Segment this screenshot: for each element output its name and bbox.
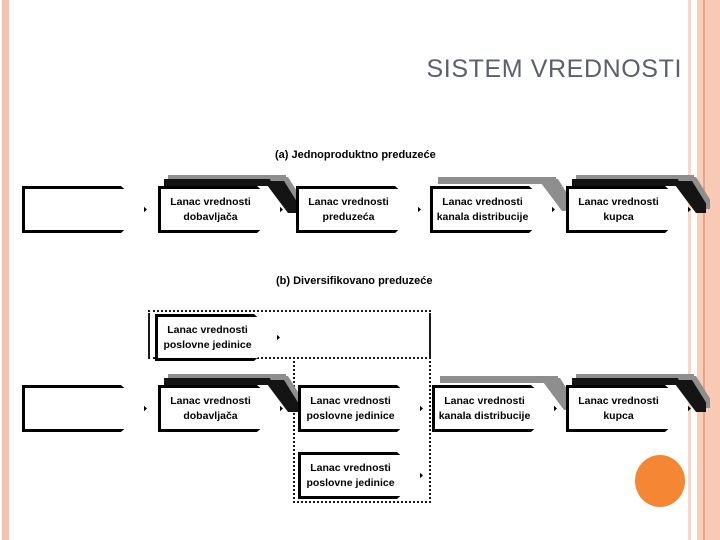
- section-a-caption: (a) Jednoproduktno preduzeće: [275, 149, 436, 161]
- chevron-label-line1: Lanac vrednosti: [310, 462, 391, 474]
- chevron-b-kupca: Lanac vrednosti kupca: [566, 374, 710, 432]
- chevron-shape: [432, 385, 557, 432]
- chevron-label-line2: dobavljača: [183, 211, 238, 223]
- chevron-a-kanala-distribucije: Lanac vrednosti kanala distribucije: [430, 177, 572, 233]
- chevron-label-line1: Lanac vrednosti: [442, 196, 523, 208]
- chevron-shape: [566, 385, 691, 432]
- chevron-shape: [22, 186, 147, 233]
- chevron-label-line2: poslovne jedinice: [306, 410, 395, 422]
- chevron-b-poslovne-jedinice-middle: Lanac vrednosti poslovne jedinice: [298, 385, 423, 432]
- left-accent-stripe: [2, 0, 9, 540]
- business-unit-group-outline: [148, 310, 431, 359]
- right-accent-stripe-3: [703, 0, 705, 540]
- right-accent-stripe-1: [688, 0, 691, 540]
- chevron-shadow-black: [164, 179, 282, 186]
- chevron-label: Lanac vrednosti kanala distribucije: [432, 186, 533, 233]
- chevron-shape: [298, 385, 423, 432]
- chevron-shadow-black: [572, 179, 690, 186]
- chevron-label: Lanac vrednosti poslovne jedinice: [157, 314, 258, 361]
- chevron-label-line2: kupca: [603, 410, 634, 422]
- chevron-label: Lanac vrednosti dobavljača: [160, 186, 261, 233]
- chevron-label-line2: preduzeća: [322, 211, 375, 223]
- orange-accent-circle: [635, 455, 685, 507]
- chevron-label-line2: poslovne jedinice: [306, 477, 395, 489]
- chevron-label-line2: kanala distribucije: [436, 211, 529, 223]
- chevron-shape: [155, 314, 280, 361]
- chevron-label-line1: Lanac vrednosti: [578, 196, 659, 208]
- chevron-shape: [158, 385, 283, 432]
- chevron-label-line1: Lanac vrednosti: [310, 395, 391, 407]
- chevron-shadow-gray: [168, 175, 286, 182]
- chevron-label: Lanac vrednosti dobavljača: [160, 385, 261, 432]
- right-accent-stripe-4: [705, 0, 720, 540]
- chevron-label-line1: Lanac vrednosti: [170, 395, 251, 407]
- chevron-a-dobavljaca: Lanac vrednosti dobavljača: [158, 175, 302, 233]
- section-b-caption: (b) Diversifikovano preduzeće: [276, 275, 433, 287]
- chevron-shadow-gray: [576, 175, 694, 182]
- chevron-shadow-gray: [576, 374, 694, 381]
- chevron-label-line2: poslovne jedinice: [163, 339, 252, 351]
- business-unit-group-stem: [293, 357, 431, 503]
- chevron-a-preduzeca: Lanac vrednosti preduzeća: [296, 186, 421, 233]
- chevron-shadow-gray: [440, 376, 558, 383]
- chevron-shape: [566, 186, 691, 233]
- chevron-b-dobavljaca: Lanac vrednosti dobavljača: [158, 374, 302, 432]
- chevron-shape: [296, 186, 421, 233]
- chevron-shape: [430, 186, 555, 233]
- chevron-label-line2: kanala distribucije: [438, 410, 531, 422]
- chevron-b-empty: [22, 385, 147, 432]
- chevron-label-line1: Lanac vrednosti: [167, 324, 248, 336]
- chevron-label-line1: Lanac vrednosti: [578, 395, 659, 407]
- chevron-label: Lanac vrednosti poslovne jedinice: [300, 385, 401, 432]
- slide-title: SISTEM VREDNOSTI: [426, 55, 682, 83]
- chevron-b-kanala-distribucije: Lanac vrednosti kanala distribucije: [432, 376, 574, 432]
- chevron-a-empty: [22, 186, 147, 233]
- chevron-label: Lanac vrednosti kanala distribucije: [434, 385, 535, 432]
- chevron-shape: [22, 385, 147, 432]
- chevron-label: Lanac vrednosti kupca: [568, 186, 669, 233]
- chevron-shadow-gray: [168, 374, 286, 381]
- chevron-shadow-black: [164, 378, 282, 385]
- chevron-shadow-gray: [438, 177, 556, 184]
- chevron-shadow-black: [572, 378, 690, 385]
- chevron-b-poslovne-jedinice-top: Lanac vrednosti poslovne jedinice: [155, 314, 280, 361]
- chevron-b-poslovne-jedinice-bottom: Lanac vrednosti poslovne jedinice: [298, 452, 423, 499]
- chevron-label: Lanac vrednosti kupca: [568, 385, 669, 432]
- chevron-label-line1: Lanac vrednosti: [170, 196, 251, 208]
- chevron-label-line2: kupca: [603, 211, 634, 223]
- chevron-a-kupca: Lanac vrednosti kupca: [566, 175, 710, 233]
- chevron-label: Lanac vrednosti poslovne jedinice: [300, 452, 401, 499]
- chevron-label: Lanac vrednosti preduzeća: [298, 186, 399, 233]
- chevron-label-line1: Lanac vrednosti: [444, 395, 525, 407]
- chevron-shape: [298, 452, 423, 499]
- right-accent-stripe-2: [697, 0, 703, 540]
- chevron-label-line1: Lanac vrednosti: [308, 196, 389, 208]
- chevron-label-line2: dobavljača: [183, 410, 238, 422]
- chevron-shape: [158, 186, 283, 233]
